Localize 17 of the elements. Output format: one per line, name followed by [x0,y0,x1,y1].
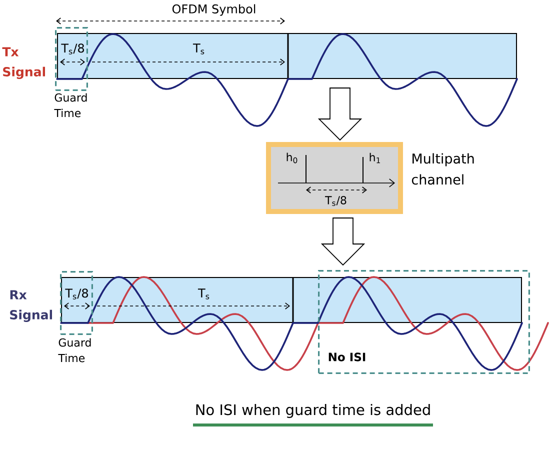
box-label: No ISI [328,352,366,362]
signal-label: Tx Signal [2,47,45,79]
tap-label: h$_{0}$ [286,152,298,164]
duration-label: T$_{s}$ [192,44,204,54]
tap-label: h$_{1}$ [370,152,380,164]
block-arrow [320,218,366,266]
guard-time-label: Guard Time [58,338,91,362]
signal-label: Rx Signal [10,290,52,322]
duration-label: T$_{s}$/8 [61,44,84,54]
delay-label: T$_{s}$/8 [325,196,346,206]
duration-label: T$_{s}$/8 [65,288,88,300]
caption: No ISI when guard time is added [196,404,430,418]
channel-label: Multipath channel [412,153,474,185]
duration-label: T$_{s}$ [198,288,210,300]
block-arrow [318,88,362,141]
dimension-label: OFDM Symbol [172,4,256,16]
guard-time-label: Guard Time [54,93,87,118]
